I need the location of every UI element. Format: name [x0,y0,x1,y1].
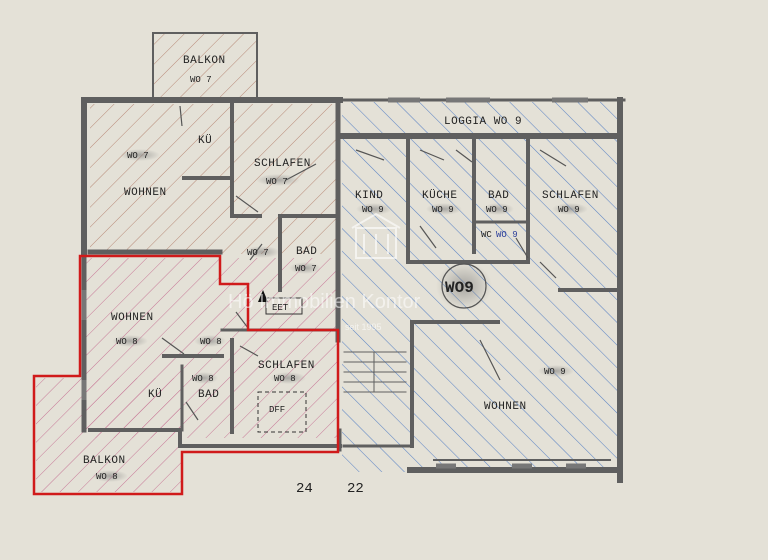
room-label-loggia-wo9: LOGGIA WO 9 [444,116,522,128]
house-number-22: 22 [347,481,364,497]
label-elevator: EET [272,303,289,313]
room-label-balkon-wo8: BALKON [83,455,126,467]
watermark: Hö Immobilien Kontor seit 1995 [228,212,421,332]
dff-box [257,391,307,433]
room-label-bad-wo8: BAD [198,389,219,401]
room-label-wohnen-wo8: WOHNEN [111,312,154,324]
unit-label-schlafen-wo9: WO 9 [558,205,580,215]
unit-label-bad-wo7: WO 7 [295,264,317,274]
room-label-kueche-wo8: KÜ [148,388,162,401]
room-label-bad-wo7: BAD [296,246,317,258]
room-label-wohnen-wo9: WOHNEN [484,401,527,413]
label-smudges [92,149,588,482]
unit-label-wohnen-wo8: WO 8 [116,337,138,347]
unit-label-balkon-wo7: WO 7 [190,75,212,85]
unit-label-kind-wo9: WO 9 [362,205,384,215]
unit-label-bad-wo8: WO 8 [192,374,214,384]
room-label-schlafen-wo9: SCHLAFEN [542,190,599,202]
watermark-text: Hö Immobilien Kontor [228,291,421,313]
north-arrow-icon [258,290,268,302]
door-swings [161,105,567,421]
wo9-unit-circle [441,263,487,309]
unit-label-kueche-wo9: WO 9 [432,205,454,215]
room-label-schlafen-wo7: SCHLAFEN [254,158,311,170]
unit-label-bad-wo9: WO 9 [486,205,508,215]
room-label-bad-wo9: BAD [488,190,509,202]
elevator-box [265,297,303,315]
wo8-hatch [36,258,338,492]
room-label-balkon-wo7: BALKON [183,55,226,67]
room-label-kueche-wo7: KÜ [198,134,212,147]
unit-label-wohnen-wo7: WO 7 [127,151,149,161]
room-label-wc-wo9: WC [481,230,492,240]
wo8-highlight-outline [32,254,340,496]
unit-label-flur-wo8: WO 8 [200,337,222,347]
house-number-24: 24 [296,481,313,497]
room-label-kind-wo9: KIND [355,190,383,202]
windows [81,97,588,469]
room-label-kueche-wo9: KÜCHE [422,189,458,202]
label-dff: DFF [269,405,285,415]
watermark-subtext: seit 1995 [345,322,382,332]
unit-label-balkon-wo8: WO 8 [96,472,118,482]
unit-label-wo9-circle: WO9 [445,279,474,297]
room-label-wohnen-wo7: WOHNEN [124,187,167,199]
unit-label-flur-wo7: WO 7 [247,248,269,258]
room-label-schlafen-wo8: SCHLAFEN [258,360,315,372]
unit-label-wc-wo9: WO 9 [496,230,518,240]
building-logo-icon [351,212,401,259]
unit-label-wohnen-wo9: WO 9 [544,367,566,377]
unit-label-schlafen-wo8: WO 8 [274,374,296,384]
unit-label-schlafen-wo7: WO 7 [266,177,288,187]
